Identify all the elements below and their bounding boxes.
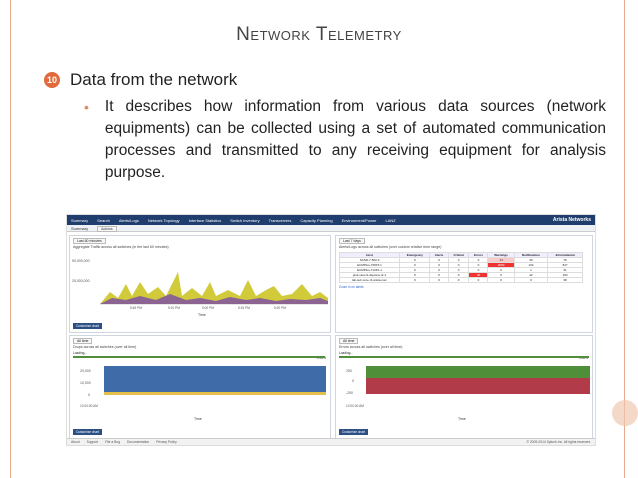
traffic-series-purple: [100, 294, 328, 304]
slide-border: [10, 0, 625, 478]
y-tick: 250: [346, 369, 352, 373]
y-tick: 50,000,000: [72, 259, 90, 263]
y-tick: 0: [352, 379, 354, 383]
bullet-level-1: 10 Data from the network: [44, 70, 237, 90]
footer-copyright: © 2009-2014 Splunk Inc. All rights reser…: [526, 440, 591, 444]
x-axis-label: Time: [458, 417, 466, 421]
errors-loading: Loading...: [339, 351, 354, 355]
drops-bar-base: [104, 392, 326, 395]
nav-item[interactable]: Transceivers: [268, 217, 292, 223]
brand-logo-text: Arista Networks: [552, 217, 591, 223]
nav-item[interactable]: Search: [97, 217, 110, 223]
errors-percent: 0.00%: [578, 356, 588, 360]
x-tick: 12:00:00 AM: [80, 404, 98, 408]
bullet-level-1-text: Data from the network: [70, 70, 238, 89]
x-tick: 5:15 PM: [238, 306, 250, 310]
x-tick: 5:10 PM: [168, 306, 180, 310]
drops-bar: [104, 366, 326, 394]
drops-loading: Loading...: [73, 351, 88, 355]
nav-item[interactable]: Capacity Planning: [300, 217, 333, 223]
x-tick: 5:20 PM: [274, 306, 286, 310]
y-tick: 25,000,000: [72, 279, 90, 283]
bullet-level-2-text: It describes how information from variou…: [104, 98, 606, 181]
traffic-heading: Aggregate Traffic across all switches (i…: [73, 245, 169, 249]
numbered-circle-icon: 10: [44, 72, 60, 88]
drops-progress-bar: [73, 356, 325, 358]
alerts-heading: Alerts/Logs across all switches (over cu…: [339, 245, 442, 249]
slide-title: Network Telemetry: [236, 24, 402, 45]
x-tick: 12:00:00 AM: [346, 404, 364, 408]
traffic-area-chart: 50,000,000 25,000,000 5:45 PM 5:10 PM 5:…: [72, 259, 328, 317]
traffic-range-dropdown[interactable]: Last 60 minutes: [73, 238, 106, 244]
errors-progress-bar: [339, 356, 589, 358]
y-tick: 20,000: [80, 369, 91, 373]
footer-link[interactable]: Support: [86, 440, 99, 444]
alerts-table: Host Emergency Alerts Critical Errors Wa…: [338, 252, 583, 283]
dashboard-subnav: Summary Actions: [67, 225, 595, 232]
footer-link[interactable]: About: [71, 440, 80, 444]
nav-item[interactable]: Summary: [71, 217, 89, 223]
customize-chart-button[interactable]: Customize chart: [339, 429, 369, 435]
x-tick: 5:00 PM: [202, 306, 214, 310]
x-axis-label: Time: [198, 313, 206, 317]
nav-item[interactable]: Interface Statistics: [188, 217, 222, 223]
x-axis-label: Time: [194, 417, 202, 421]
customize-chart-button[interactable]: Customize chart: [73, 429, 103, 435]
errors-heading: Errors across all switches (over all tim…: [339, 345, 403, 349]
drops-panel: All time Drops across all switches (over…: [69, 335, 331, 439]
footer-link[interactable]: Privacy Policy: [156, 440, 177, 444]
errors-bar-green: [366, 366, 590, 378]
zoom-alerts-link[interactable]: Zoom in on alerts: [339, 285, 364, 289]
y-tick: 10,000: [80, 381, 91, 385]
y-tick: -250: [346, 391, 353, 395]
customize-chart-button[interactable]: Customize chart: [73, 323, 103, 329]
errors-range-dropdown[interactable]: All time: [339, 338, 359, 344]
x-tick: 5:45 PM: [130, 306, 142, 310]
traffic-panel: Last 60 minutes Aggregate Traffic across…: [69, 235, 331, 333]
drops-heading: Drops across all switches (over all time…: [73, 345, 137, 349]
actions-dropdown[interactable]: Actions: [97, 226, 117, 232]
bullet-level-2: • It describes how information from vari…: [84, 96, 606, 184]
nav-item[interactable]: Network Topology: [147, 217, 180, 223]
dashboard-footer: About Support File a Bug Documentation P…: [67, 438, 595, 445]
nav-item[interactable]: LANZ: [385, 217, 396, 223]
footer-link[interactable]: File a Bug: [105, 440, 121, 444]
y-tick: 0: [88, 393, 90, 397]
nav-item[interactable]: Switch Inventory: [230, 217, 260, 223]
decorative-circle: [612, 400, 638, 426]
drops-percent: 0.00%: [316, 356, 326, 360]
nav-item[interactable]: Alerts/Logs: [118, 217, 139, 223]
drops-range-dropdown[interactable]: All time: [73, 338, 93, 344]
alerts-panel: Last 7 days Alerts/Logs across all switc…: [335, 235, 593, 333]
errors-panel: All time Errors across all switches (ove…: [335, 335, 593, 439]
dot-icon: •: [84, 99, 89, 115]
subnav-summary[interactable]: Summary: [71, 225, 89, 231]
errors-chart: 250 0 -250 12:00:00 AM Time: [346, 366, 590, 421]
alerts-range-dropdown[interactable]: Last 7 days: [339, 238, 365, 244]
dashboard-nav: Summary Search Alerts/Logs Network Topol…: [67, 215, 595, 225]
footer-link[interactable]: Documentation: [127, 440, 150, 444]
embedded-dashboard-screenshot: Summary Search Alerts/Logs Network Topol…: [66, 214, 596, 446]
drops-chart: 20,000 10,000 0 12:00:00 AM Time: [80, 366, 326, 421]
traffic-series-yellow: [100, 272, 328, 304]
errors-bar-red: [366, 378, 590, 394]
nav-item[interactable]: Environment/Power: [341, 217, 377, 223]
